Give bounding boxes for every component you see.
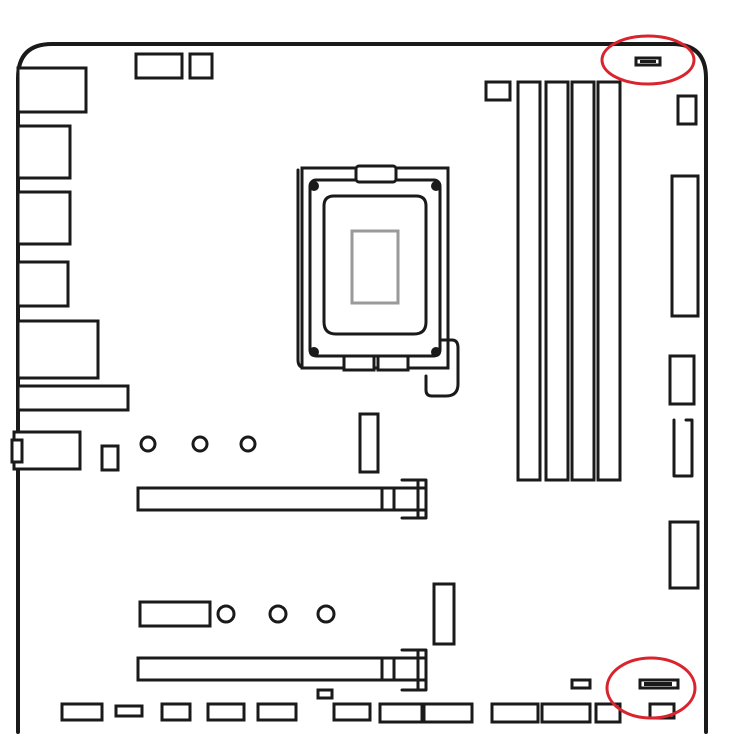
bottom-header-11 (594, 702, 622, 724)
rear-io-port-3 (16, 190, 72, 246)
bottom-header-9 (490, 702, 540, 724)
cpu-socket-load-lever (424, 338, 460, 398)
bottom-small-header (570, 678, 592, 690)
cpu-socket-corner-hole-tl (309, 181, 319, 191)
cpu-socket-die-window (350, 229, 400, 305)
cpu-socket-corner-hole-tr (431, 181, 441, 191)
rear-io-port-7 (12, 430, 82, 471)
cpu-socket-top-latch (354, 164, 398, 184)
pcie-x16-slot-1 (136, 478, 428, 520)
dimm-slots (516, 80, 622, 482)
standoff-5 (268, 604, 288, 624)
atx-power-connector (670, 174, 700, 318)
m2-standoffs-lower (216, 604, 336, 624)
dimm-slot-4 (596, 80, 622, 482)
bottom-header-1 (60, 702, 104, 722)
cpu-socket-corner-hole-br (431, 347, 441, 357)
pcie-slot-2-latch (392, 648, 428, 692)
rear-io-port-6 (16, 384, 130, 412)
small-header-left (100, 444, 120, 472)
highlighted-connector-top-right (600, 34, 696, 86)
bottom-header-5 (256, 702, 298, 722)
pcie-x16-slot-2 (136, 648, 428, 692)
highlighted-connector-bottom-right (605, 656, 697, 720)
top-small-header (484, 80, 512, 102)
bottom-header-4 (206, 702, 246, 722)
right-edge-sata-block (668, 520, 700, 590)
rear-io-port-7-tab (10, 438, 24, 464)
standoff-2 (191, 435, 209, 453)
lower-vertical-header (432, 582, 456, 646)
standoff-4 (216, 604, 236, 624)
right-edge-header-3 (672, 418, 694, 478)
cpu-socket-bottom-clip-2 (376, 354, 410, 372)
top-header-2 (188, 52, 214, 80)
cpu-socket-corner-hole-bl (309, 347, 319, 357)
m2-slot (138, 600, 212, 628)
bottom-right-small-connector-pins (644, 682, 672, 686)
m2-standoffs-upper (139, 435, 257, 453)
rear-io-port-5 (16, 319, 100, 380)
highlight-circle-bottom-right (605, 656, 697, 720)
dimm-slot-3 (570, 80, 596, 482)
bottom-header-2 (114, 704, 144, 718)
highlight-circle-top-right (600, 34, 696, 86)
pcie-slot-2-body (136, 656, 384, 682)
bottom-edge-headers (60, 678, 676, 724)
bottom-header-8 (422, 702, 474, 724)
cpu-socket-bottom-clip-1 (342, 354, 376, 372)
rear-io-port-4 (16, 260, 70, 308)
bottom-header-6-tab (316, 688, 334, 700)
board-outline (16, 42, 708, 734)
rear-io-panel (10, 66, 130, 471)
dimm-slot-2 (544, 80, 570, 482)
bottom-header-10 (540, 702, 592, 724)
dimm-slot-1 (516, 80, 542, 482)
top-right-small-connector-pins (640, 60, 656, 63)
top-header-1 (134, 52, 184, 80)
bottom-header-7 (378, 702, 424, 724)
right-edge-header-1 (676, 94, 698, 126)
right-edge-header-2 (668, 354, 696, 406)
rear-io-port-2 (16, 124, 72, 180)
bottom-header-6 (332, 702, 372, 722)
pcie-slot-1-latch (392, 478, 428, 520)
standoff-3 (239, 435, 257, 453)
standoff-6 (316, 604, 336, 624)
rear-io-port-1 (16, 66, 88, 114)
standoff-1 (139, 435, 157, 453)
cpu-socket (296, 164, 460, 398)
pcie-slot-1-body (136, 486, 384, 512)
bottom-header-3 (160, 702, 192, 722)
chipset-header (358, 412, 380, 474)
